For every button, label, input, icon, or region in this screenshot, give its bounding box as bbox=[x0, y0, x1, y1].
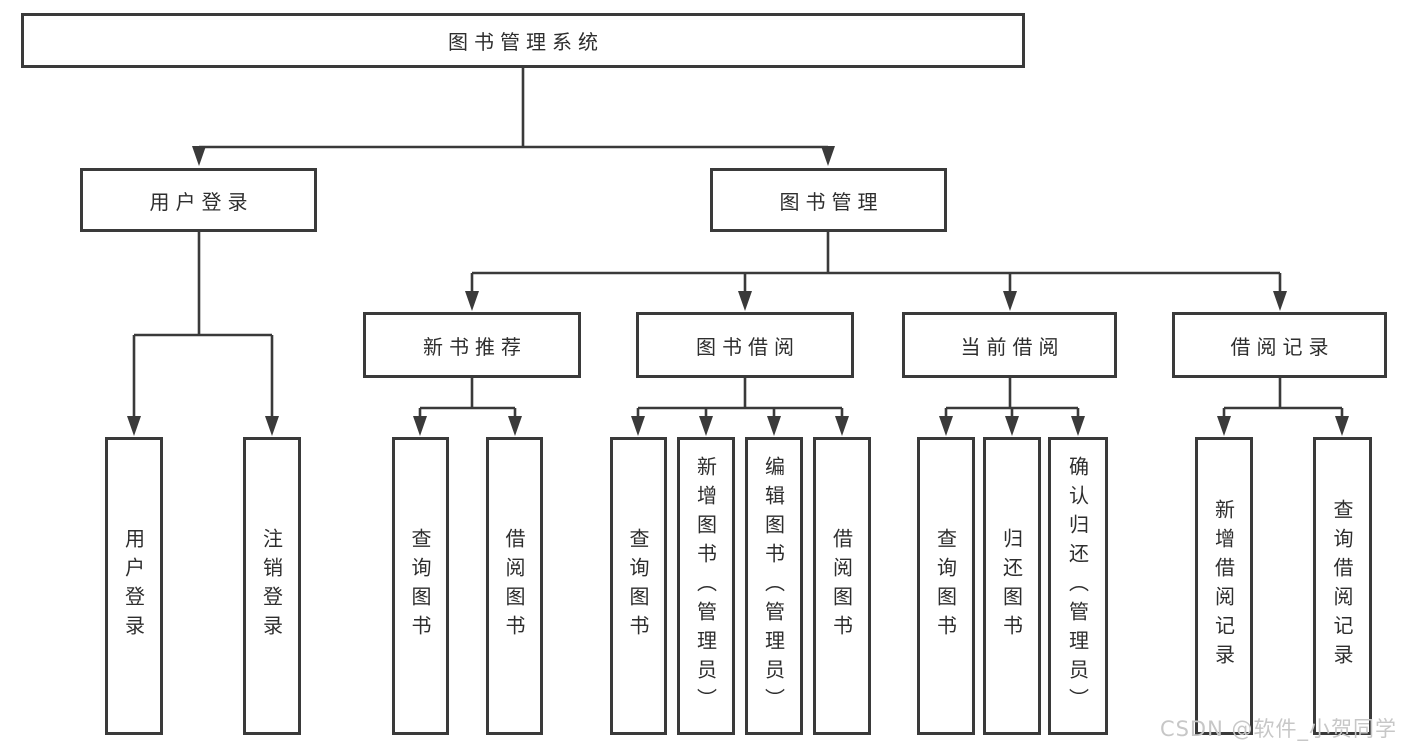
node-library-system-label: 图书管理系统 bbox=[448, 30, 604, 54]
leaf-logout-label: 注销登录 bbox=[259, 528, 284, 644]
leaf-query-books-2: 查询图书 bbox=[610, 437, 667, 735]
leaf-query-books-1-label: 查询图书 bbox=[408, 528, 432, 644]
leaf-query-books-2-label: 查询图书 bbox=[626, 528, 650, 644]
node-current-borrow-label: 当前借阅 bbox=[960, 334, 1065, 359]
node-book-management-label: 图书管理 bbox=[779, 189, 884, 214]
connector-borrow-records-children bbox=[1217, 378, 1349, 436]
leaf-query-borrow-record: 查询借阅记录 bbox=[1313, 437, 1372, 735]
connector-current-borrow-children bbox=[939, 378, 1085, 436]
node-new-book-recommend-label: 新书推荐 bbox=[423, 334, 527, 359]
connector-book-borrow-children bbox=[631, 378, 849, 436]
leaf-borrow-books-1-label: 借阅图书 bbox=[502, 528, 526, 644]
leaf-logout: 注销登录 bbox=[243, 437, 301, 735]
leaf-user-login: 用户登录 bbox=[105, 437, 163, 735]
connector-new-books-children bbox=[413, 378, 522, 436]
leaf-borrow-books-2: 借阅图书 bbox=[813, 437, 871, 735]
connector-book-mgmt-children bbox=[465, 232, 1287, 311]
leaf-confirm-return-admin: 确认归还（管理员） bbox=[1048, 437, 1108, 735]
leaf-borrow-books-2-label: 借阅图书 bbox=[829, 528, 854, 644]
leaf-user-login-label: 用户登录 bbox=[121, 528, 146, 644]
node-new-book-recommend: 新书推荐 bbox=[363, 312, 581, 378]
leaf-query-books-3-label: 查询图书 bbox=[933, 528, 958, 644]
node-book-borrow: 图书借阅 bbox=[636, 312, 854, 378]
node-borrow-records: 借阅记录 bbox=[1172, 312, 1387, 378]
leaf-add-borrow-record: 新增借阅记录 bbox=[1195, 437, 1253, 735]
leaf-add-books-admin-label: 新增图书（管理员） bbox=[693, 455, 718, 717]
leaf-add-borrow-record-label: 新增借阅记录 bbox=[1211, 499, 1236, 673]
leaf-confirm-return-admin-label: 确认归还（管理员） bbox=[1065, 455, 1090, 717]
node-book-management: 图书管理 bbox=[710, 168, 947, 232]
leaf-edit-books-admin: 编辑图书（管理员） bbox=[745, 437, 803, 735]
leaf-query-borrow-record-label: 查询借阅记录 bbox=[1330, 499, 1354, 673]
node-user-login: 用户登录 bbox=[80, 168, 317, 232]
connector-user-login-children bbox=[127, 232, 279, 436]
node-library-system: 图书管理系统 bbox=[21, 13, 1025, 68]
leaf-return-books: 归还图书 bbox=[983, 437, 1041, 735]
node-borrow-records-label: 借阅记录 bbox=[1230, 334, 1335, 359]
watermark-text: CSDN @软件_小贺同学 bbox=[1159, 717, 1397, 741]
leaf-add-books-admin: 新增图书（管理员） bbox=[677, 437, 735, 735]
leaf-return-books-label: 归还图书 bbox=[999, 528, 1024, 644]
node-current-borrow: 当前借阅 bbox=[902, 312, 1117, 378]
connector-root-to-level2 bbox=[192, 68, 835, 166]
leaf-query-books-1: 查询图书 bbox=[392, 437, 449, 735]
node-user-login-label: 用户登录 bbox=[149, 189, 254, 214]
leaf-query-books-3: 查询图书 bbox=[917, 437, 975, 735]
node-book-borrow-label: 图书借阅 bbox=[696, 334, 800, 359]
leaf-edit-books-admin-label: 编辑图书（管理员） bbox=[761, 455, 786, 717]
leaf-borrow-books-1: 借阅图书 bbox=[486, 437, 543, 735]
